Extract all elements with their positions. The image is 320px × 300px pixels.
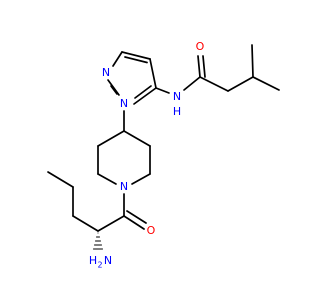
bond: [202, 55, 206, 78]
bond: [112, 51, 123, 67]
bond: [110, 85, 118, 95]
amide-chain: [155, 44, 280, 94]
bond: [97, 173, 117, 185]
molecule-diagram: N N N H O N O H 2 N: [47, 40, 280, 270]
pyrazole-n1-label: N: [120, 97, 128, 110]
bond: [134, 85, 152, 99]
bond: [227, 76, 254, 92]
bond: [155, 87, 170, 94]
amine-hydrogen-label: H: [89, 254, 97, 267]
bond: [131, 173, 151, 185]
bond: [123, 130, 151, 147]
bond: [183, 76, 201, 91]
bond: [123, 215, 145, 230]
amide-hydrogen-label: H: [173, 105, 181, 118]
bond: [197, 55, 201, 78]
bond: [97, 130, 125, 147]
bond: [47, 171, 74, 188]
aminoacyl-chain: [47, 171, 147, 250]
bond: [97, 215, 125, 232]
stereo-hash-wedge: [92, 232, 104, 250]
bond: [133, 87, 157, 105]
bond: [107, 79, 120, 96]
piperidine-ring: [97, 110, 151, 185]
bond: [126, 210, 147, 224]
atom-labels: N N N H O N O H 2 N: [89, 40, 205, 270]
bond: [199, 76, 229, 92]
amine-nitrogen-label: N: [104, 254, 112, 267]
ketone-oxygen-label: O: [147, 224, 156, 237]
bond: [124, 56, 148, 64]
bond: [252, 76, 280, 91]
bond: [121, 51, 151, 60]
pyrazole-n2-label: N: [102, 66, 110, 79]
bond: [72, 215, 99, 232]
bond: [251, 44, 254, 78]
amine-subscript-label: 2: [97, 261, 102, 270]
molecule-structure: N N N H O N O H 2 N: [47, 40, 280, 270]
bond: [149, 58, 157, 89]
amide-oxygen-label: O: [196, 40, 205, 53]
pyrazole-ring: [107, 51, 157, 105]
amide-nitrogen-label: N: [173, 90, 181, 103]
piperidine-nitrogen-label: N: [120, 180, 128, 193]
